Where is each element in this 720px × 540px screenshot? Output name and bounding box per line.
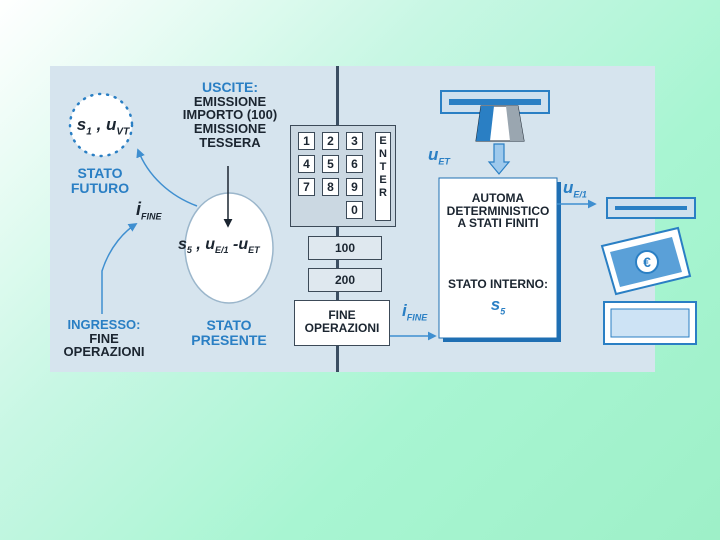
present-label-line-1: STATO: [206, 317, 252, 333]
automaton-box: [438, 177, 558, 339]
input-symbol: iFINE: [136, 200, 176, 222]
future-label-line-1: STATO: [77, 165, 123, 181]
enter-letter-2: N: [379, 148, 387, 160]
future-state-outline: [68, 92, 134, 158]
fine-button-line-1: FINE: [328, 308, 356, 322]
outputs-line-3: EMISSIONE: [193, 120, 267, 136]
present-label-line-2: PRESENTE: [191, 331, 267, 348]
key-2[interactable]: 2: [322, 132, 339, 150]
key-6[interactable]: 6: [346, 155, 363, 173]
enter-letter-1: E: [379, 135, 387, 147]
card-down-arrow: [487, 143, 511, 175]
amount-100-button[interactable]: 100: [308, 236, 382, 260]
present-u2-sub: ET: [248, 245, 260, 256]
input-label-line-3: OPERAZIONI: [63, 344, 145, 360]
outputs-label: USCITE: EMISSIONE IMPORTO (100) EMISSION…: [168, 80, 292, 149]
future-s: s: [76, 115, 87, 134]
input-symbol-sub: FINE: [141, 211, 162, 222]
transition-arrow: [136, 148, 198, 207]
input-label-line-1: INGRESSO:: [67, 317, 141, 332]
future-label-line-2: FUTURO: [70, 179, 130, 196]
present-u1: u: [205, 236, 216, 253]
outputs-title: USCITE:: [202, 79, 258, 95]
key-8[interactable]: 8: [322, 178, 339, 196]
card-signal-sub: ET: [438, 156, 450, 167]
card-signal-label: uET: [428, 146, 468, 167]
automaton-title-line-2: DETERMINISTICO: [446, 203, 550, 218]
fine-operazioni-button[interactable]: FINE OPERAZIONI: [294, 300, 390, 346]
connector-layer: €: [68, 90, 697, 345]
input-label: INGRESSO: FINE OPERAZIONI: [54, 318, 154, 359]
present-s: s: [178, 236, 187, 253]
present-state-label: STATO PRESENTE: [184, 318, 274, 347]
fine-signal-main: i: [402, 301, 407, 320]
present-state-content: s5 , uE/1 -uET: [178, 236, 260, 256]
internal-state-sub: 5: [500, 306, 506, 317]
output-signal-sub: E/1: [573, 189, 587, 200]
internal-state-main: s: [490, 295, 501, 314]
automaton-title: AUTOMA DETERMINISTICO A STATI FINITI: [439, 192, 557, 230]
future-s-sub: 1: [86, 126, 92, 138]
enter-letter-4: E: [379, 174, 387, 186]
input-arrow: [101, 223, 138, 314]
internal-state-label: STATO INTERNO:: [448, 277, 548, 291]
key-1[interactable]: 1: [298, 132, 315, 150]
fine-button-line-2: OPERAZIONI: [304, 321, 380, 335]
svg-text:€: €: [643, 254, 651, 270]
fine-signal-label: iFINE: [402, 302, 442, 323]
future-u-sub: VT: [116, 126, 130, 138]
card-signal-main: u: [428, 145, 439, 164]
key-5[interactable]: 5: [322, 155, 339, 173]
key-7[interactable]: 7: [298, 178, 315, 196]
outputs-line-4: TESSERA: [199, 134, 261, 150]
key-0[interactable]: 0: [346, 201, 363, 219]
future-state-label: STATO FUTURO: [60, 166, 140, 195]
outputs-line-1: EMISSIONE: [193, 93, 267, 109]
automaton-title-line-3: A STATI FINITI: [457, 216, 539, 231]
output-signal-label: uE/1: [563, 179, 603, 200]
banknotes-icon: €: [600, 226, 692, 296]
enter-letter-5: R: [379, 187, 387, 199]
key-3[interactable]: 3: [346, 132, 363, 150]
output-signal-main: u: [563, 178, 574, 197]
fine-signal-sub: FINE: [406, 312, 428, 323]
enter-letter-3: T: [379, 161, 387, 173]
input-symbol-main: i: [136, 199, 142, 219]
present-s-sub: 5: [186, 245, 192, 256]
present-state-outline: [184, 192, 274, 304]
future-u: u: [106, 115, 117, 134]
future-state-content: s1 , uVT: [76, 115, 130, 138]
present-u2: u: [238, 236, 249, 253]
key-9[interactable]: 9: [346, 178, 363, 196]
automaton-title-line-1: AUTOMA: [471, 191, 525, 205]
internal-state-value: s5: [439, 296, 557, 317]
outputs-line-2: IMPORTO (100): [182, 107, 278, 123]
card-slot: [449, 99, 541, 105]
key-4[interactable]: 4: [298, 155, 315, 173]
input-label-line-2: FINE: [89, 330, 119, 346]
amount-200-button[interactable]: 200: [308, 268, 382, 292]
enter-key[interactable]: E N T E R: [375, 132, 391, 221]
present-u1-sub: E/1: [215, 245, 229, 256]
atm-automaton-figure: € s1 , uVT STATO FUTURO USCITE: EMISSION…: [50, 66, 697, 372]
